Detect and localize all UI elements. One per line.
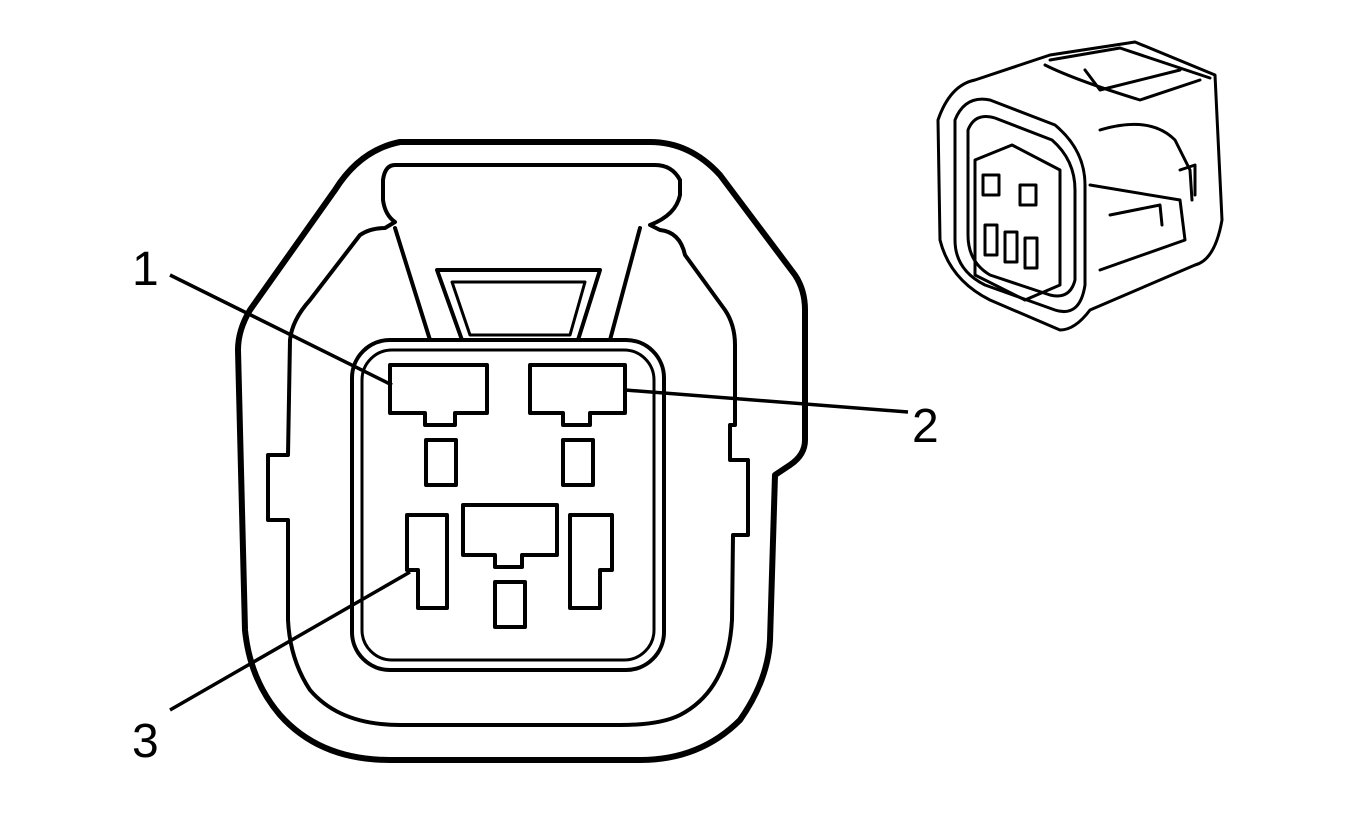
terminal-center (461, 503, 559, 569)
leader-line-2 (624, 388, 909, 414)
leader-line-3 (169, 570, 411, 712)
connector-face-view (235, 139, 808, 763)
terminal-cavity-inner (360, 348, 656, 662)
latch-window-inner (450, 280, 587, 337)
iso-terminal-c (983, 223, 999, 257)
inner-seal (266, 163, 750, 727)
terminal-cavity-outer (350, 338, 666, 672)
latch-rib (393, 226, 642, 342)
outer-housing (235, 139, 808, 763)
iso-terminal-block (973, 143, 1062, 302)
iso-terminal-d (1003, 230, 1019, 264)
iso-outer-shell (936, 40, 1224, 332)
lock-slot-right (561, 438, 595, 487)
iso-terminal-e (1023, 236, 1039, 270)
leader-line-1 (169, 273, 393, 387)
terminal-1 (388, 363, 489, 427)
callout-1: 1 (132, 243, 159, 296)
terminal-3 (405, 513, 449, 610)
iso-front-face (953, 97, 1087, 313)
iso-side-rib (1088, 122, 1197, 272)
terminal-2 (528, 363, 627, 427)
terminal-right (568, 513, 614, 610)
iso-front-inner (966, 115, 1077, 298)
iso-latch (1043, 46, 1212, 102)
lock-slot-left (424, 438, 458, 487)
iso-terminal-b (1018, 183, 1038, 207)
callout-2: 2 (912, 400, 939, 453)
lock-slot-center (493, 580, 527, 629)
callout-3: 3 (132, 715, 159, 768)
connector-iso-view (936, 40, 1224, 332)
iso-terminal-a (981, 173, 1001, 197)
